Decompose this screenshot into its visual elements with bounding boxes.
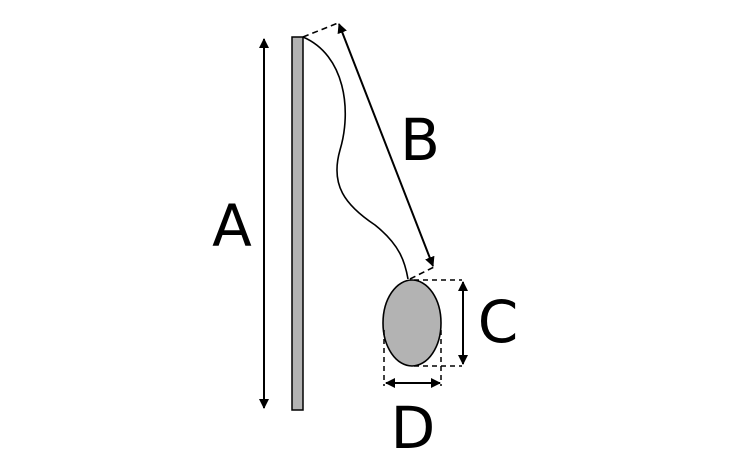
dashed-box [383, 279, 462, 386]
label-d: D [391, 394, 436, 462]
label-a: A [212, 192, 252, 260]
dashed-guide-top [302, 22, 339, 38]
dashed-guide-bob [409, 265, 437, 280]
label-c: C [478, 288, 519, 356]
bob [382, 279, 442, 367]
string-curve [302, 36, 409, 280]
dimension-b-arrow [337, 23, 435, 267]
rod [291, 36, 304, 411]
label-b: B [400, 106, 440, 174]
